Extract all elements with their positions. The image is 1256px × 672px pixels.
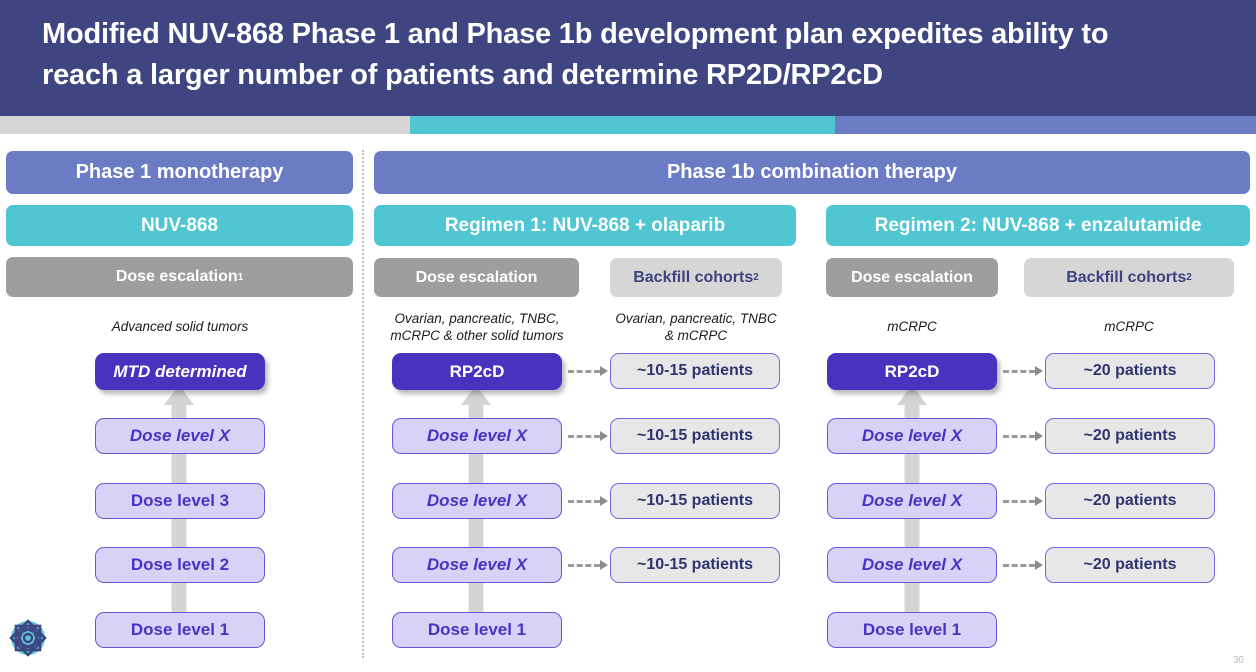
regimen-1-connector-3: [568, 560, 610, 570]
phase1-ladder-box-4[interactable]: Dose level 1: [95, 612, 265, 648]
regimen-2-connector-2: [1003, 496, 1045, 506]
regimen-1-ladder-box-1[interactable]: Dose level X: [392, 418, 562, 454]
regimen-1-connector-2: [568, 496, 610, 506]
regimen-2-connector-0: [1003, 366, 1045, 376]
regimen-2-footnote-marker: 2: [1186, 272, 1192, 283]
regimen-1-escalation-caption: Ovarian, pancreatic, TNBC, mCRPC & other…: [390, 311, 564, 343]
regimen-2-ladder-box-4[interactable]: Dose level 1: [827, 612, 997, 648]
phase1-footnote-marker: 1: [237, 271, 244, 283]
regimen-2-ladder-box-rp2cd[interactable]: RP2cD: [827, 353, 997, 390]
phase1-caption: Advanced solid tumors: [111, 319, 249, 334]
regimen-1-backfill-box-2[interactable]: ~10-15 patients: [610, 483, 780, 519]
stripe-segment-teal: [410, 116, 835, 134]
regimen-2-connector-3: [1003, 560, 1045, 570]
phase1-header: Phase 1 monotherapy: [6, 151, 353, 194]
stripe-segment-blue: [835, 116, 1256, 134]
regimen-2-backfill-label: Backfill cohorts: [1066, 268, 1187, 286]
regimen-2-ladder-box-3[interactable]: Dose level X: [827, 547, 997, 583]
regimen-2-ladder-box-2[interactable]: Dose level X: [827, 483, 997, 519]
regimen-2-backfill-box-0[interactable]: ~20 patients: [1045, 353, 1215, 389]
regimen-2-backfill-caption: mCRPC: [1104, 319, 1154, 334]
regimen-1-footnote-marker: 2: [753, 272, 759, 283]
section-divider: [362, 150, 364, 658]
phase1-drug-header: NUV-868: [6, 205, 353, 246]
regimen-1-connector-1: [568, 431, 610, 441]
regimen-2-header: Regimen 2: NUV-868 + enzalutamide: [826, 205, 1250, 246]
regimen-2-backfill-box-1[interactable]: ~20 patients: [1045, 418, 1215, 454]
regimen-1-backfill-caption: Ovarian, pancreatic, TNBC & mCRPC: [615, 311, 777, 343]
regimen-2-backfill-box-3[interactable]: ~20 patients: [1045, 547, 1215, 583]
regimen-1-ladder-box-3[interactable]: Dose level X: [392, 547, 562, 583]
regimen-1-connector-0: [568, 366, 610, 376]
phase1-ladder-box-2[interactable]: Dose level 3: [95, 483, 265, 519]
stripe-segment-gray: [0, 116, 410, 134]
page-title: Modified NUV-868 Phase 1 and Phase 1b de…: [42, 18, 1109, 91]
phase1-dose-escalation-label: Dose escalation: [115, 268, 238, 285]
phase1-ladder-box-1[interactable]: Dose level X: [95, 418, 265, 454]
regimen-2-dose-escalation-header: Dose escalation: [826, 258, 998, 297]
regimen-1-backfill-box-0[interactable]: ~10-15 patients: [610, 353, 780, 389]
regimen-2-backfill-box-2[interactable]: ~20 patients: [1045, 483, 1215, 519]
regimen-1-ladder-box-rp2cd[interactable]: RP2cD: [392, 353, 562, 390]
regimen-2-escalation-caption: mCRPC: [887, 319, 937, 334]
regimen-2-ladder-box-1[interactable]: Dose level X: [827, 418, 997, 454]
phase1-ladder-box-mtd[interactable]: MTD determined: [95, 353, 265, 390]
regimen-1-backfill-box-1[interactable]: ~10-15 patients: [610, 418, 780, 454]
title-band: Modified NUV-868 Phase 1 and Phase 1b de…: [0, 0, 1256, 116]
regimen-1-backfill-label: Backfill cohorts: [633, 268, 754, 286]
phase1b-header: Phase 1b combination therapy: [374, 151, 1250, 194]
regimen-1-header: Regimen 1: NUV-868 + olaparib: [374, 205, 796, 246]
regimen-1-dose-escalation-header: Dose escalation: [374, 258, 579, 297]
page-number: 30: [1232, 655, 1244, 666]
company-logo: [4, 612, 52, 660]
phase1-ladder-box-3[interactable]: Dose level 2: [95, 547, 265, 583]
regimen-1-backfill-box-3[interactable]: ~10-15 patients: [610, 547, 780, 583]
regimen-2-connector-1: [1003, 431, 1045, 441]
regimen-1-ladder-box-4[interactable]: Dose level 1: [392, 612, 562, 648]
regimen-1-ladder-box-2[interactable]: Dose level X: [392, 483, 562, 519]
